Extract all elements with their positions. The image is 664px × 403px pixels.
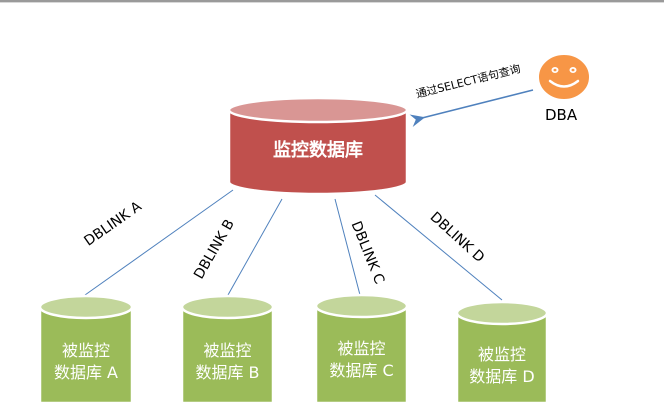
- link-line-c: [334, 198, 361, 296]
- monitored-database-b-cylinder[interactable]: [180, 294, 275, 403]
- monitored-database-d-label: 被监控 数据库 D: [457, 344, 547, 388]
- link-line-a: [84, 189, 234, 296]
- monitored-database-c-line2: 数据库 C: [329, 361, 394, 380]
- smiley-face-icon: [537, 53, 591, 101]
- monitored-database-b-line1: 被监控: [203, 341, 252, 360]
- monitored-database-c-cylinder[interactable]: [314, 293, 409, 403]
- monitored-database-a-line2: 数据库 A: [53, 363, 119, 382]
- monitored-database-b-label: 被监控 数据库 B: [182, 340, 273, 384]
- monitored-database-d-line2: 数据库 D: [469, 367, 535, 386]
- link-line-d: [374, 194, 503, 301]
- top-border-line: [0, 0, 664, 3]
- monitored-database-d-line1: 被监控: [477, 345, 526, 364]
- link-line-b: [227, 198, 283, 296]
- monitored-database-a-cylinder[interactable]: [38, 294, 134, 403]
- monitored-database-c-line1: 被监控: [337, 339, 386, 358]
- monitored-database-a-line1: 被监控: [61, 341, 110, 360]
- central-database-cylinder[interactable]: [227, 96, 409, 196]
- monitored-database-c-label: 被监控 数据库 C: [316, 338, 407, 382]
- query-arrow: [409, 89, 534, 127]
- monitored-database-a-label: 被监控 数据库 A: [40, 340, 132, 384]
- monitored-database-d-cylinder[interactable]: [455, 300, 549, 403]
- central-database-label: 监控数据库: [273, 140, 363, 161]
- monitored-database-b-line2: 数据库 B: [195, 363, 260, 382]
- dba-label: DBA: [545, 106, 578, 124]
